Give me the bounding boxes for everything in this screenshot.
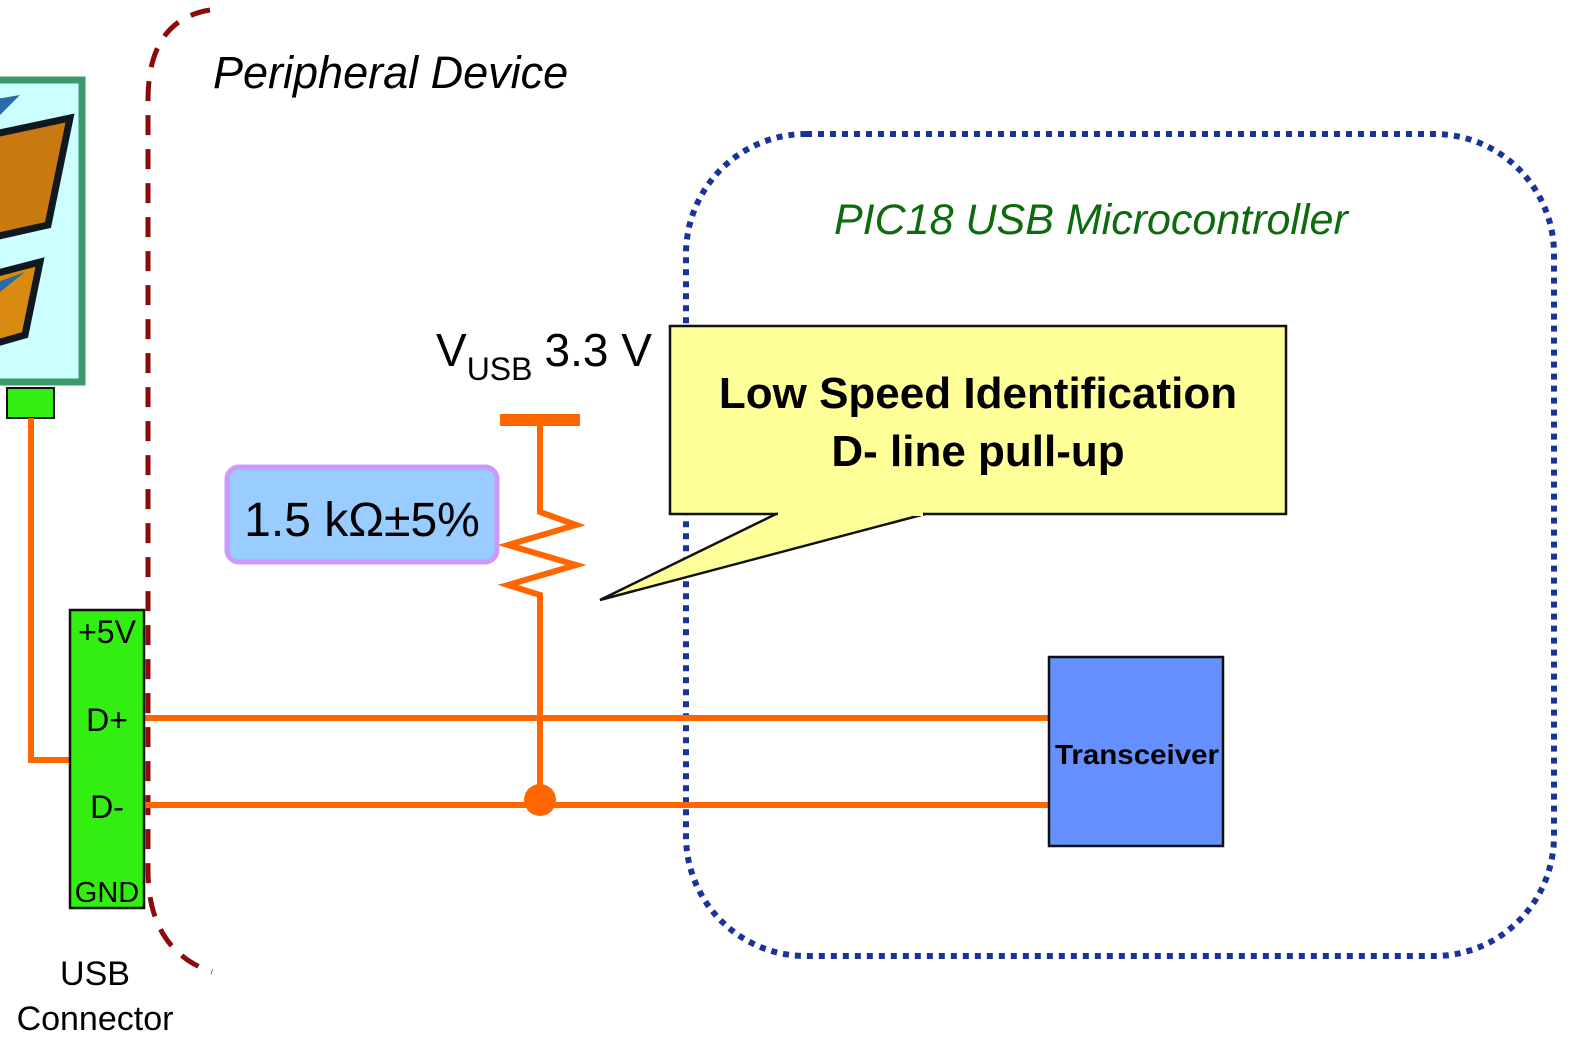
host-port-icon: [6, 387, 55, 419]
junction-dot: [524, 784, 556, 816]
vbus-wire: [28, 418, 70, 763]
host-computer-illustration: [0, 76, 86, 419]
peripheral-boundary: [145, 7, 213, 975]
pin-d-minus-label: D-: [90, 789, 124, 825]
microcontroller-boundary: [683, 131, 1557, 959]
pin-gnd-label: GND: [75, 877, 139, 909]
peripheral-label: Peripheral Device: [213, 47, 568, 98]
resistor-value-label: 1.5 kΩ±5%: [244, 494, 480, 547]
connector-label-line-1: USB: [60, 955, 130, 993]
callout-line-2: D- line pull-up: [831, 427, 1124, 476]
microcontroller-label: PIC18 USB Microcontroller: [834, 196, 1349, 244]
callout: Low Speed Identification D- line pull-up: [599, 324, 1288, 602]
transceiver-label: Transceiver: [1055, 739, 1219, 770]
pull-up-resistor: [497, 420, 587, 800]
pin-vbus-label: +5V: [78, 614, 136, 650]
usb-connector: +5V D+ D- GND: [68, 608, 146, 910]
resistor-value-badge: [224, 464, 500, 565]
connector-label-line-2: Connector: [17, 1000, 174, 1038]
wires: [28, 414, 1049, 808]
transceiver-block: [1047, 655, 1225, 848]
callout-line-1: Low Speed Identification: [719, 369, 1237, 418]
pin-d-plus-label: D+: [86, 702, 128, 738]
